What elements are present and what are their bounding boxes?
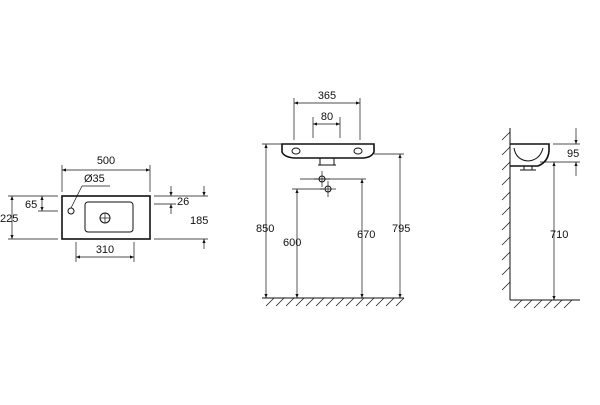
dim-95: 95 [567, 148, 579, 160]
front-view: 365 80 850 600 670 795 [256, 90, 410, 307]
dim-670: 670 [357, 229, 375, 241]
dim-80: 80 [321, 111, 333, 123]
dim-310: 310 [96, 244, 114, 256]
basin-outline-side [510, 143, 550, 167]
bowl-outline-top [84, 201, 134, 233]
floor-hatch-front [265, 297, 405, 307]
basin-outline-top [61, 195, 151, 240]
floor-hatch-side [513, 299, 573, 309]
dim-26: 26 [177, 196, 189, 208]
dim-365: 365 [318, 90, 336, 102]
top-view: 500 Ø35 225 65 26 185 310 [0, 155, 208, 262]
basin-outline-front [281, 143, 375, 159]
dim-225: 225 [0, 213, 18, 225]
dim-710: 710 [550, 229, 568, 241]
side-view: 95 710 [501, 128, 580, 309]
dim-600: 600 [283, 237, 301, 249]
dim-850: 850 [256, 223, 274, 235]
dim-500: 500 [97, 155, 115, 167]
wall-hatch [501, 131, 511, 291]
tap-hole [67, 207, 75, 215]
dim-795: 795 [392, 223, 410, 235]
dim-185: 185 [190, 215, 208, 227]
dim-65: 65 [25, 199, 37, 211]
dim-hole-diameter: Ø35 [84, 173, 105, 185]
